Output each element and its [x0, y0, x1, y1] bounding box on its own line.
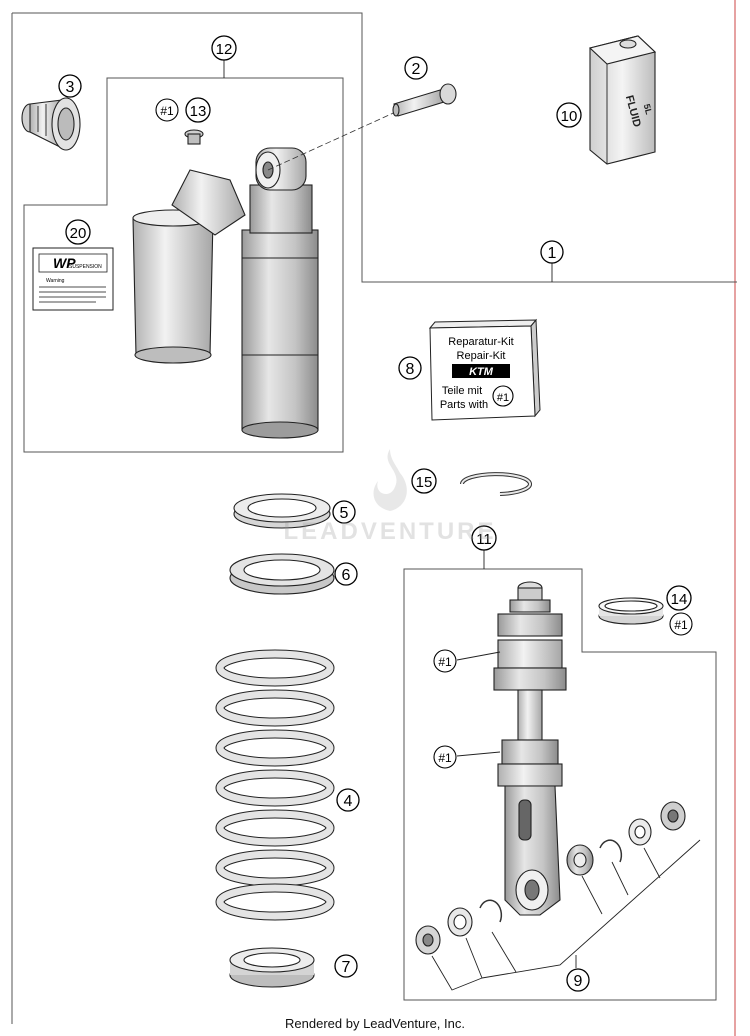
callout-5: 5: [332, 500, 356, 524]
part-10-fluid-can: FLUID 5L: [588, 35, 657, 165]
callout-13: 13: [185, 97, 211, 123]
callout-4: 4: [336, 788, 360, 812]
bolt-axis-line: [267, 109, 401, 171]
callout-20: 20: [65, 219, 91, 245]
ref-marker-piston-upper: #1: [433, 649, 457, 673]
callout-7: 7: [334, 954, 358, 978]
svg-text:9: 9: [574, 973, 583, 990]
svg-text:8: 8: [406, 361, 415, 378]
svg-text:4: 4: [344, 793, 353, 810]
wp-warning-text: Warning: [46, 278, 65, 284]
repair-kit-line-2: Repair-Kit: [457, 350, 506, 362]
watermark: LEADVENTURE: [240, 445, 540, 546]
callout-2: 2: [404, 56, 428, 80]
leader-ref-lower: [456, 751, 501, 757]
repair-kit-line-4: Parts with: [440, 399, 488, 411]
part-14-ring: [598, 597, 664, 625]
part-7-spring-seat: [229, 947, 315, 988]
frame-item-1: [12, 12, 737, 283]
callout-8: 8: [398, 356, 422, 380]
repair-kit-line-1: Reparatur-Kit: [448, 336, 513, 348]
part-20-wp-label: WP SUSPENSION Warning: [32, 247, 114, 311]
part-4-spring: [215, 649, 335, 921]
part-11-damper-rod: [493, 581, 567, 916]
part-6-retainer: [229, 553, 335, 595]
watermark-text: LEADVENTURE: [283, 518, 497, 545]
part-13-screw: [184, 129, 204, 145]
svg-text:2: 2: [412, 61, 421, 78]
callout-3: 3: [58, 74, 82, 98]
fluid-can-label-2: 5L: [642, 103, 655, 116]
part-15-snap-ring: [460, 472, 532, 496]
ref-marker-kit: #1: [492, 385, 514, 407]
footer-credit: Rendered by LeadVenture, Inc.: [285, 1016, 465, 1031]
ref-marker-piston-lower: #1: [433, 745, 457, 769]
svg-text:6: 6: [342, 567, 351, 584]
callout-1: 1: [540, 240, 564, 264]
svg-text:14: 14: [671, 591, 688, 608]
svg-text:7: 7: [342, 959, 351, 976]
svg-text:#1: #1: [438, 655, 452, 669]
frame-item-12: [23, 77, 344, 453]
callout-9: 9: [566, 968, 590, 992]
callout-6: 6: [334, 562, 358, 586]
callout-15: 15: [411, 468, 437, 494]
svg-text:13: 13: [190, 103, 207, 120]
part-9-bushings: [415, 801, 686, 955]
svg-text:11: 11: [476, 531, 492, 548]
callout-10: 10: [556, 102, 582, 128]
svg-text:15: 15: [416, 474, 433, 491]
svg-text:1: 1: [548, 245, 557, 262]
ref-marker-13: #1: [155, 98, 179, 122]
shock-body-assembly: [132, 147, 319, 439]
svg-text:12: 12: [216, 41, 233, 58]
svg-text:10: 10: [561, 108, 578, 125]
repair-kit-line-3: Teile mit: [442, 385, 482, 397]
watermark-logo-icon: [373, 449, 407, 511]
svg-text:5: 5: [340, 505, 349, 522]
callout-11: 11: [471, 525, 497, 551]
svg-text:#1: #1: [497, 392, 509, 404]
frame-item-11: [403, 568, 717, 1001]
svg-text:20: 20: [70, 225, 87, 242]
leaders-item-9: [431, 839, 701, 991]
part-2-bolt: [392, 83, 457, 117]
callout-14: 14: [666, 585, 692, 611]
part-3-adjuster: [21, 97, 81, 151]
callout-12: 12: [211, 35, 237, 61]
svg-text:3: 3: [66, 79, 75, 96]
part-5-retainer: [233, 493, 331, 529]
repair-kit-logo: KTM: [469, 366, 494, 378]
wp-brand-text: SUSPENSION: [69, 264, 102, 270]
wp-logo-text: WP: [53, 255, 76, 271]
part-8-repair-kit: Reparatur-Kit Repair-Kit KTM Teile mit P…: [428, 318, 541, 421]
svg-text:#1: #1: [438, 751, 452, 765]
svg-text:#1: #1: [160, 104, 174, 118]
ref-marker-14: #1: [669, 612, 693, 636]
svg-text:#1: #1: [674, 618, 688, 632]
leader-ref-upper: [456, 651, 501, 661]
